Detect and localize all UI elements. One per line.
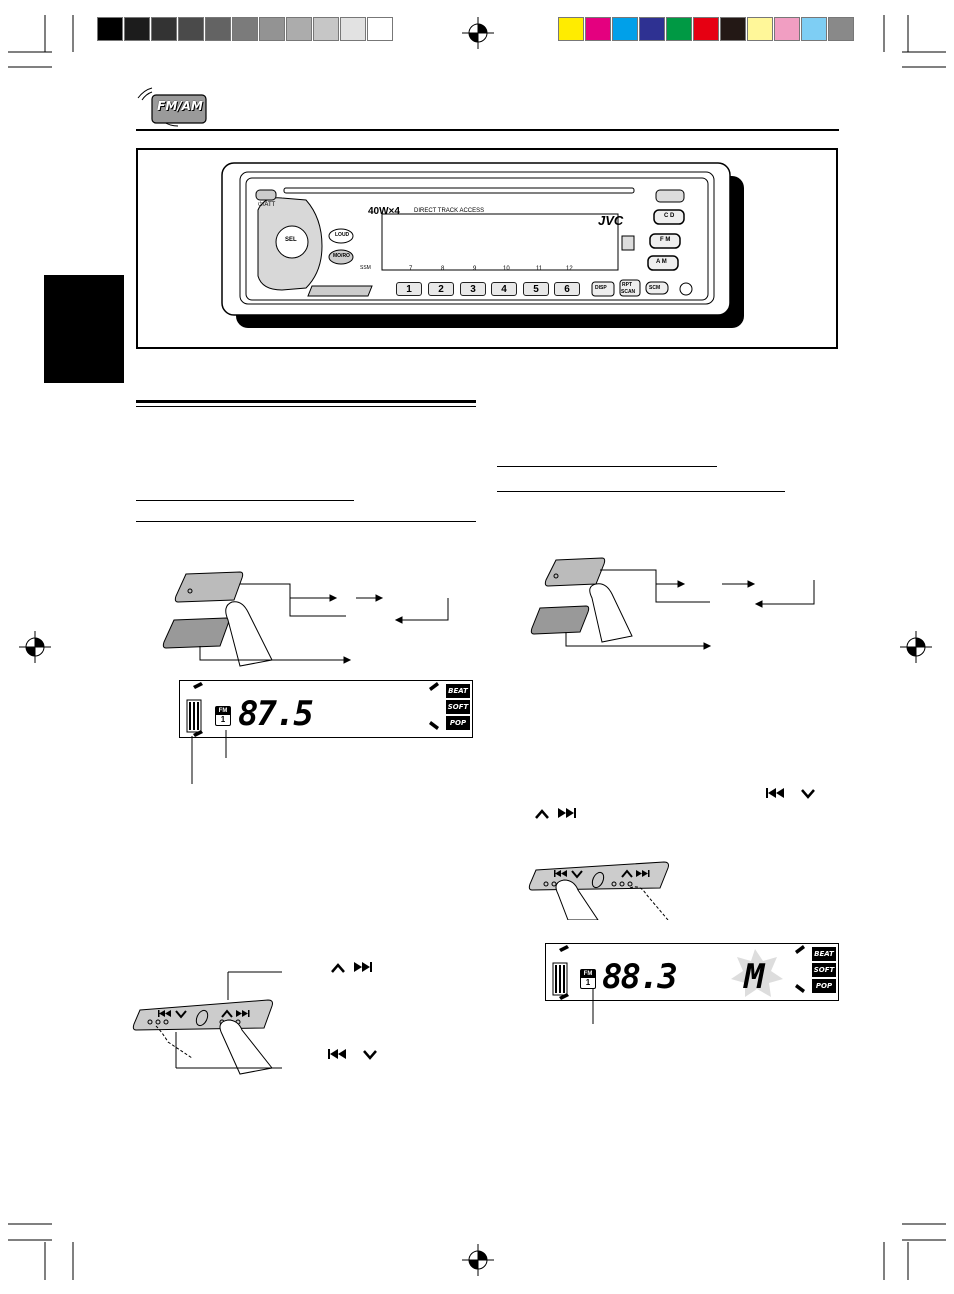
lcd-level-meter-1: [186, 682, 439, 737]
rpt-button-label[interactable]: RPT: [622, 282, 632, 288]
mode-labels: BEAT SOFT POP: [446, 684, 470, 730]
step-rule: [136, 500, 354, 501]
color-swatch: [774, 17, 800, 41]
gray-swatch: [259, 17, 285, 41]
fm-am-press-diagram: [162, 571, 449, 667]
track-number: 8: [441, 266, 445, 272]
ssm-label: SSM: [360, 265, 371, 271]
skip-button-press-diagram: [528, 861, 669, 920]
color-swatch: [558, 17, 584, 41]
finger-press-icon: [225, 601, 273, 667]
badge-label: FM/AM: [157, 99, 203, 113]
color-swatch: [693, 17, 719, 41]
gray-swatch: [151, 17, 177, 41]
unit-frame: [136, 148, 838, 349]
band-indicator: FM 1: [215, 706, 231, 726]
preset-button-6[interactable]: 6: [554, 282, 580, 296]
track-number: 9: [473, 266, 477, 272]
preset-button-3[interactable]: 3: [460, 282, 486, 296]
step-rule: [136, 521, 476, 522]
preset-label: 1: [585, 978, 591, 987]
preset-button-1[interactable]: 1: [396, 282, 422, 296]
am-button-label[interactable]: A M: [656, 259, 667, 265]
track-number: 11: [536, 266, 543, 272]
band-label: FM: [216, 707, 230, 715]
band-indicator: FM 1: [580, 969, 596, 989]
fm-button-label[interactable]: F M: [660, 237, 671, 243]
scan-button-label[interactable]: SCAN: [621, 289, 636, 295]
skip-down-icon: [766, 788, 815, 799]
section-rule-thin: [136, 406, 476, 407]
feature-label: DIRECT TRACK ACCESS: [414, 208, 485, 214]
track-number-row: 7 8 9 10 11 12: [397, 266, 577, 276]
section-rule-thick: [136, 400, 476, 403]
att-label: ⏻/ATT: [258, 202, 276, 208]
color-swatch: [801, 17, 827, 41]
mode-beat: BEAT: [812, 947, 836, 961]
mode-soft: SOFT: [446, 700, 470, 714]
finger-press-icon: [219, 1019, 273, 1075]
mono-button-label[interactable]: MO/RO: [333, 253, 350, 259]
finger-press-icon: [589, 583, 633, 643]
header-rule: [136, 129, 839, 131]
frequency-readout: 87.5: [238, 694, 314, 734]
color-swatch: [747, 17, 773, 41]
preset-button-2[interactable]: 2: [428, 282, 454, 296]
gray-swatch: [367, 17, 393, 41]
step-rule: [497, 466, 717, 467]
track-number: 12: [566, 266, 573, 272]
fm-am-press-diagram-2: [530, 557, 815, 650]
finger-press-icon: [555, 879, 599, 920]
mode-soft: SOFT: [812, 963, 836, 977]
fm-am-badge: FM/AM: [134, 86, 210, 128]
band-label: FM: [581, 970, 595, 978]
track-number: 10: [503, 266, 510, 272]
color-swatch: [666, 17, 692, 41]
preset-label: 1: [220, 715, 226, 724]
gray-swatch: [340, 17, 366, 41]
skip-up-icon: [331, 962, 372, 973]
gray-swatch: [97, 17, 123, 41]
car-radio-illustration: [221, 162, 744, 328]
gray-swatch: [124, 17, 150, 41]
skip-down-icon: [328, 1049, 377, 1060]
mode-pop: POP: [812, 979, 836, 993]
color-swatch: [828, 17, 854, 41]
sel-button-label[interactable]: SEL: [285, 237, 297, 243]
callout-line-2: [592, 988, 594, 1024]
mode-labels: BEAT SOFT POP: [812, 947, 836, 993]
callout-lines-1: [191, 730, 227, 784]
gray-swatch: [313, 17, 339, 41]
cd-button-label[interactable]: C D: [664, 213, 675, 219]
color-swatch: [585, 17, 611, 41]
frequency-readout: 88.3: [602, 957, 678, 997]
brand-label: JVC: [598, 213, 624, 228]
power-label: 40W×4: [368, 206, 400, 217]
loud-button-label[interactable]: LOUD: [335, 232, 350, 238]
color-swatch: [639, 17, 665, 41]
preset-button-4[interactable]: 4: [491, 282, 517, 296]
track-number: 7: [409, 266, 413, 272]
color-swatch: [612, 17, 638, 41]
memory-flash-icon: [731, 949, 783, 997]
scm-button-label[interactable]: SCM: [649, 285, 661, 291]
skip-up-icon: [535, 808, 576, 819]
preset-button-5[interactable]: 5: [523, 282, 549, 296]
gray-swatch: [178, 17, 204, 41]
disp-button-label[interactable]: DISP: [595, 285, 607, 291]
gray-swatch: [232, 17, 258, 41]
skip-button-press-diagram-2: [132, 971, 282, 1075]
gray-swatch: [286, 17, 312, 41]
step-rule: [497, 491, 785, 492]
mode-pop: POP: [446, 716, 470, 730]
side-tab: [44, 275, 124, 383]
gray-swatch: [205, 17, 231, 41]
memory-indicator: M: [744, 957, 765, 997]
mode-beat: BEAT: [446, 684, 470, 698]
lcd-level-meter-2: [552, 945, 805, 1000]
color-swatch: [720, 17, 746, 41]
